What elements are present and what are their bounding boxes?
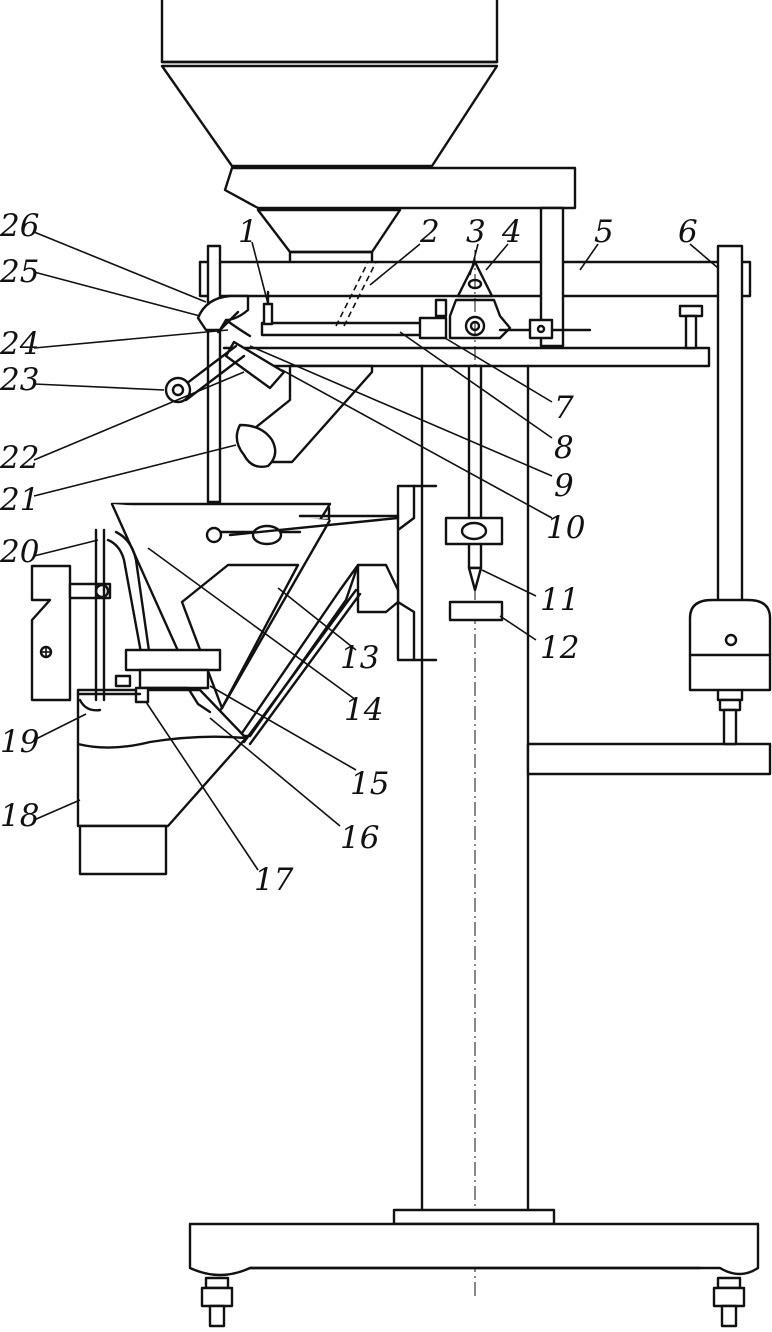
callout-8: 8 <box>554 430 574 466</box>
callout-6: 6 <box>678 214 698 250</box>
callout-7: 7 <box>554 390 574 426</box>
callout-18: 18 <box>0 798 39 834</box>
callout-5: 5 <box>594 214 614 250</box>
discharge-funnel <box>76 688 248 876</box>
feed-chute <box>164 294 374 469</box>
callout-26: 26 <box>0 208 39 244</box>
callout-23: 23 <box>0 362 39 398</box>
callout-10: 10 <box>546 510 585 546</box>
main-column <box>396 364 772 1212</box>
feed-hopper <box>160 0 577 268</box>
callout-4: 4 <box>501 214 522 250</box>
door-mechanism <box>30 528 222 714</box>
callout-11: 11 <box>540 582 579 618</box>
callout-22: 22 <box>0 440 39 476</box>
callout-21: 21 <box>0 482 39 518</box>
callout-9: 9 <box>554 468 574 504</box>
balance-rod <box>448 250 504 1296</box>
callout-2: 2 <box>419 214 440 250</box>
callout-16: 16 <box>340 820 379 856</box>
callout-25: 25 <box>0 254 39 290</box>
callout-12: 12 <box>540 630 579 666</box>
counterweight-assembly <box>688 244 772 746</box>
callout-24: 24 <box>0 326 39 362</box>
callout-15: 15 <box>350 766 389 802</box>
callout-14: 14 <box>344 692 383 728</box>
callout-1: 1 <box>238 214 258 250</box>
callout-20: 20 <box>0 534 39 570</box>
weigh-bucket <box>110 502 400 746</box>
leader-lines <box>33 231 719 871</box>
machine-base <box>188 1208 760 1328</box>
weighing-beam <box>260 260 704 350</box>
callout-3: 3 <box>466 214 486 250</box>
callout-labels: 1 2 3 4 5 6 7 8 9 10 11 12 13 14 15 16 1… <box>0 208 698 898</box>
callout-17: 17 <box>254 862 294 898</box>
callout-19: 19 <box>0 724 39 760</box>
callout-13: 13 <box>340 640 379 676</box>
